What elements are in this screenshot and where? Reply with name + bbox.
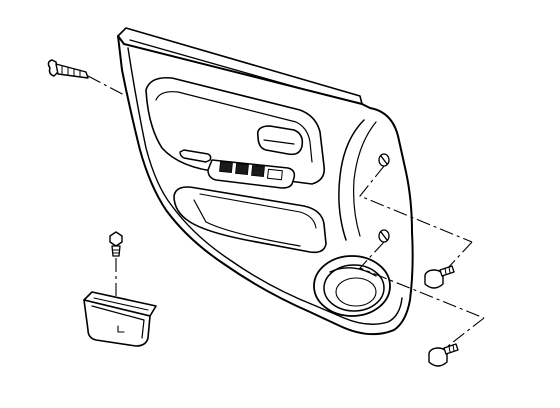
- armrest-lower-lip: [199, 193, 317, 229]
- leader-clip-upper: [359, 165, 473, 243]
- screw-icon: [47, 59, 89, 79]
- panel-right-raised-edge: [338, 119, 365, 241]
- inside-handle-lever: [263, 139, 295, 145]
- clip-icon-upper: [424, 265, 455, 289]
- panel-inner-edge: [127, 47, 403, 325]
- clip-icon-lower: [428, 343, 459, 367]
- inside-handle-recess: [256, 125, 304, 156]
- pocket-clip-icon: [109, 231, 123, 257]
- clip-hole-lower: [378, 229, 390, 243]
- pocket-inner-rim: [93, 297, 149, 311]
- door-trim-panel: [117, 27, 414, 336]
- pocket-front-face: [91, 305, 145, 339]
- clip-hole-upper: [378, 153, 390, 167]
- switch-button-4: [267, 168, 283, 181]
- leader-clip-lower: [359, 241, 485, 319]
- pocket-body: [83, 299, 151, 347]
- armrest-upper-contour: [155, 91, 313, 163]
- speaker-grille: [313, 255, 391, 317]
- leader-clip-lower-drop: [447, 317, 485, 347]
- switch-button-2: [235, 162, 249, 176]
- pocket-mark: [117, 325, 125, 333]
- switch-button-1: [219, 160, 233, 174]
- armrest-lower: [173, 186, 327, 254]
- leader-clip-upper-drop: [445, 241, 473, 271]
- leader-screw: [87, 75, 127, 97]
- switch-button-3: [251, 164, 265, 178]
- mirror-switch: [179, 149, 212, 163]
- door-pocket: [83, 291, 157, 347]
- armrest-lower-inner: [193, 199, 301, 247]
- panel-right-raised-edge-2: [353, 121, 377, 237]
- leader-lines: [87, 75, 485, 347]
